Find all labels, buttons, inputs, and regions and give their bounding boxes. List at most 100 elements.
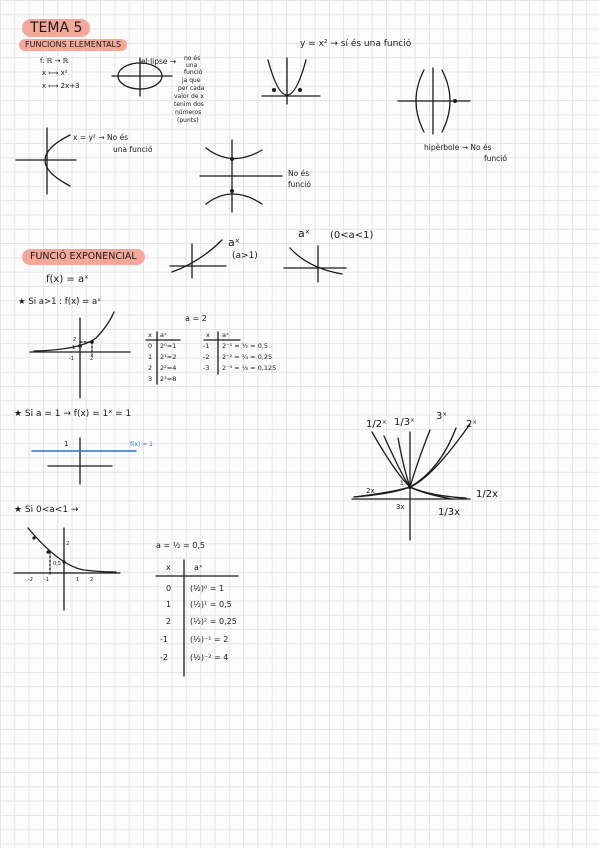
ellipse-note-line: (punts) — [177, 117, 199, 124]
vertical-hyperbola-graph — [199, 139, 283, 213]
table-header: aˣ — [194, 563, 203, 572]
exp-growth-mini-condition: (a>1) — [232, 251, 258, 261]
a-equals-2: a = 2 — [185, 314, 207, 323]
hyperbola-label: hipèrbole → No és — [424, 143, 492, 152]
table-cell: -2 — [203, 353, 210, 361]
axis-tick: -1 — [69, 356, 74, 362]
label-3x-below: 3x — [396, 503, 405, 511]
ellipse-note-line: ja que — [182, 77, 201, 84]
page-title: TEMA 5 — [22, 19, 91, 37]
table1-rules — [145, 331, 181, 385]
case-a-equals-1: ★ Si a = 1 → f(x) = 1ˣ = 1 — [14, 409, 132, 419]
case-a-between-0-1: ★ Si 0<a<1 → — [14, 505, 79, 515]
axis-tick: 2 — [73, 337, 77, 343]
parabola-label: y = x² → sí és una funció — [300, 39, 412, 49]
axis-tick: 2 — [90, 356, 94, 362]
table-cell: -3 — [203, 364, 210, 372]
table2-rules — [203, 331, 241, 375]
table-header: aˣ — [222, 331, 229, 339]
sideways-parabola-label: x = y² → No és — [73, 133, 129, 142]
table-cell: 2¹=2 — [160, 353, 177, 361]
table-cell: -1 — [203, 342, 210, 350]
table-cell: 2⁻¹ = ½ = 0,5 — [222, 342, 268, 350]
table-header: x — [166, 563, 171, 572]
table-header: x — [148, 331, 152, 339]
section-heading-elementary: FUNCIONS ELEMENTALS — [19, 39, 128, 51]
map-square: x ⟼ x² — [42, 69, 68, 77]
axis-tick: 1 — [76, 577, 80, 583]
map-definition: f: ℝ → ℝ — [40, 57, 69, 65]
exp-decay-mini-condition: (0<a<1) — [330, 230, 374, 241]
table-cell: 2⁰=1 — [160, 342, 177, 350]
exp-growth-mini-graph — [169, 239, 227, 279]
table-cell: (½)² = 0,25 — [190, 617, 237, 626]
exp-decay-graph — [13, 527, 121, 611]
label-half-x-right: 1/2x — [476, 489, 499, 500]
ellipse-note-line: funció — [184, 69, 203, 76]
a-equals-half: a = ½ = 0,5 — [156, 541, 205, 550]
table-cell: 2⁻³ = ⅛ = 0,125 — [222, 364, 277, 372]
ellipse-note-line: tenim dos — [174, 101, 204, 108]
label-2-power-x: 2ˣ — [466, 419, 477, 430]
exp-function-formula: f(x) = aˣ — [46, 274, 89, 285]
sideways-parabola-graph — [15, 127, 77, 195]
constant-one-label: 1 — [64, 440, 69, 448]
table-cell: (½)⁻¹ = 2 — [190, 635, 229, 644]
table-cell: -2 — [160, 653, 168, 662]
axis-tick: 2 — [90, 577, 94, 583]
table-cell: (½)⁰ = 1 — [190, 584, 225, 593]
table-cell: 2 — [166, 617, 172, 626]
axis-tick: 0,5 — [53, 561, 61, 567]
table-cell: 3 — [148, 375, 153, 383]
section-heading-exponential: FUNCIÓ EXPONENCIAL — [22, 249, 145, 265]
table-cell: 2 — [148, 364, 153, 372]
label-2x-below: 2x — [366, 487, 375, 495]
exp-growth-graph — [29, 311, 131, 399]
table-cell: 2²=4 — [160, 364, 177, 372]
table-cell: 1 — [166, 600, 172, 609]
ellipse-note-line: per cada — [178, 85, 205, 92]
vertical-hyperbola-label: No és — [288, 169, 310, 178]
table3-rules — [155, 559, 239, 677]
table-cell: (½)¹ = 0,5 — [190, 600, 232, 609]
label-one-intercept: 1 — [400, 480, 404, 487]
constant-function-label: f(x) = 1 — [130, 441, 154, 448]
axis-tick: -1 — [44, 577, 49, 583]
axis-tick: 1 — [72, 345, 76, 351]
label-third-power-x: 1/3ˣ — [394, 417, 415, 428]
case-a-greater-1: ★ Si a>1 : f(x) = aˣ — [18, 297, 101, 307]
hyperbola-label-2: funció — [484, 154, 507, 163]
table-cell: 2³=8 — [160, 375, 177, 383]
ellipse-note-line: no és — [184, 55, 201, 62]
sideways-parabola-label-2: una funció — [113, 145, 153, 154]
exp-growth-mini-label: aˣ — [228, 236, 240, 249]
vertical-hyperbola-label-2: funció — [288, 180, 311, 189]
exp-decay-mini-label: aˣ — [298, 227, 310, 240]
table-cell: (½)⁻² = 4 — [190, 653, 229, 662]
exponential-comparison-graph — [351, 423, 471, 541]
axis-tick: 2 — [66, 541, 70, 547]
ellipse-note-line: valor de x — [174, 93, 204, 100]
ellipse-note-line: una — [186, 62, 198, 69]
axis-tick: -2 — [28, 577, 33, 583]
label-third-x-right: 1/3x — [438, 507, 461, 518]
table-cell: 0 — [166, 584, 172, 593]
table-cell: 1 — [148, 353, 153, 361]
label-half-power-x: 1/2ˣ — [366, 419, 387, 430]
map-linear: x ⟼ 2x+3 — [42, 82, 80, 90]
table-cell: 0 — [148, 342, 153, 350]
table-header: aˣ — [160, 331, 167, 339]
table-header: x — [206, 331, 210, 339]
hyperbola-graph — [397, 67, 471, 135]
label-3-power-x: 3ˣ — [436, 411, 447, 422]
table-cell: -1 — [160, 635, 168, 644]
parabola-graph — [261, 57, 321, 105]
table-cell: 2⁻² = ¼ = 0,25 — [222, 353, 273, 361]
ellipse-note-line: números — [175, 109, 202, 116]
ellipse-label: el·lipse → — [141, 57, 177, 66]
exp-decay-mini-graph — [283, 245, 347, 283]
constant-graph — [31, 437, 137, 485]
ellipse-graph — [111, 57, 173, 97]
